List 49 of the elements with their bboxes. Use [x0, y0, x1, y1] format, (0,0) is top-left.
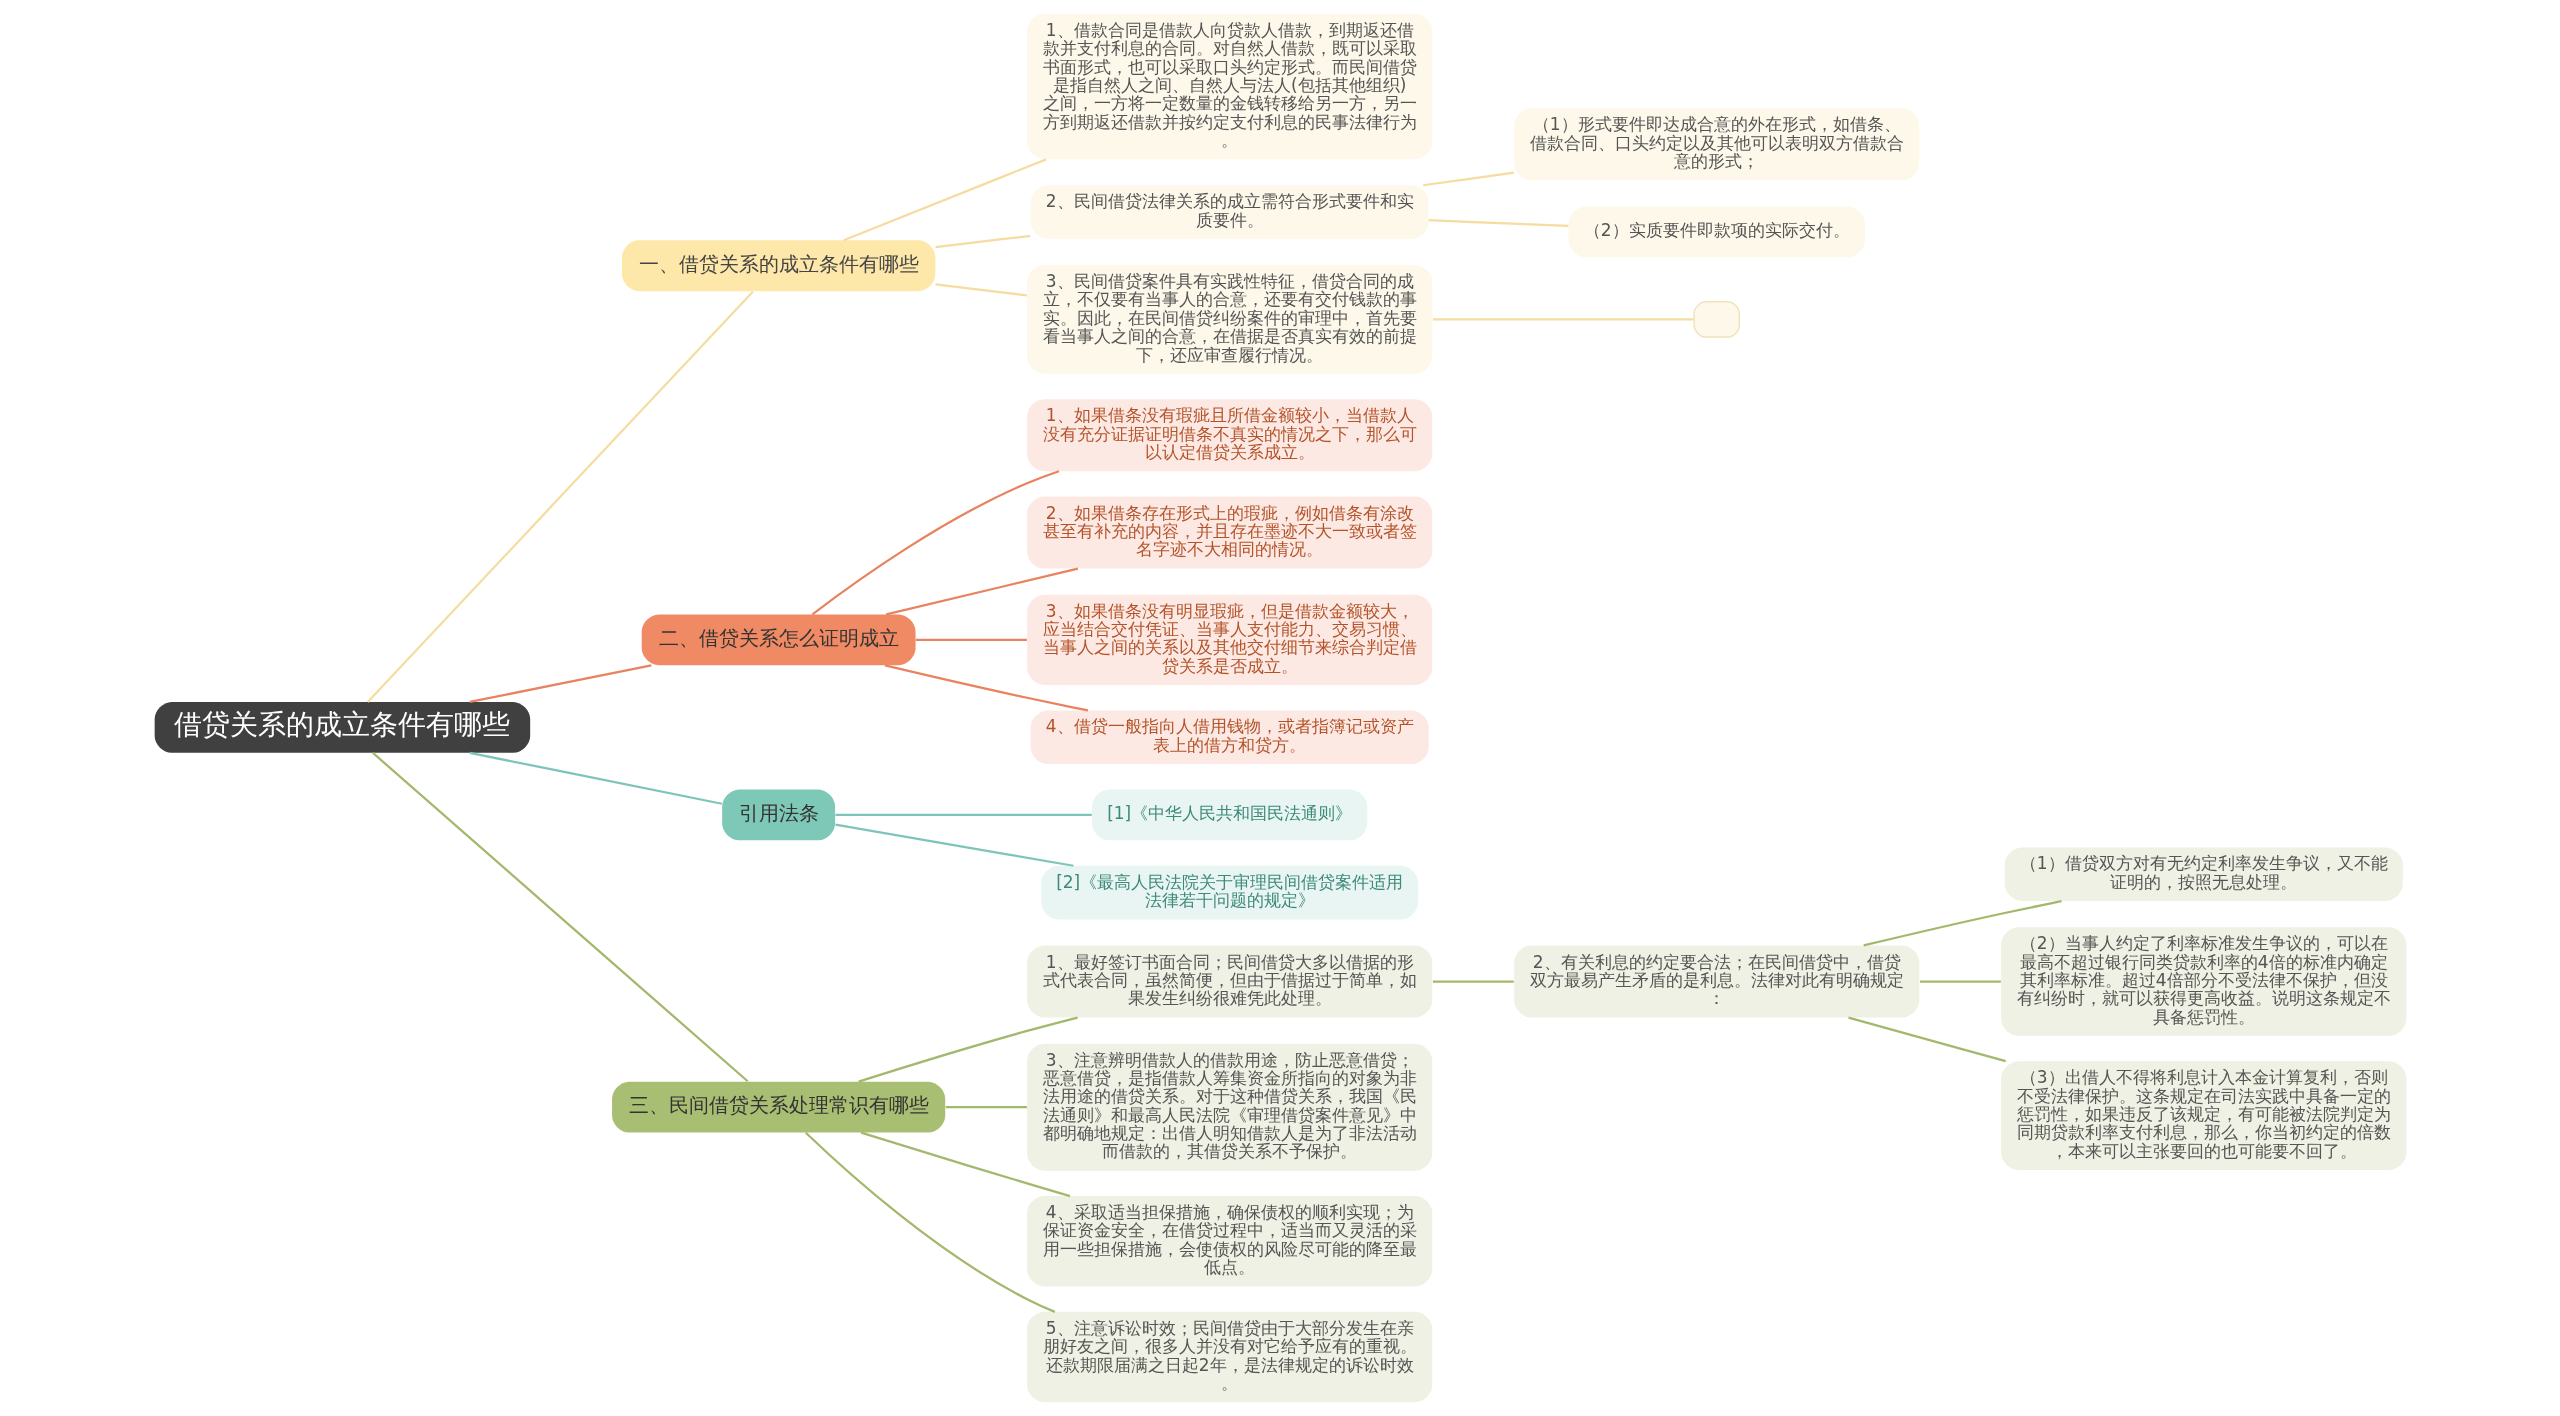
node-box: 3、民间借贷案件具有实践性特征，借贷合同的成立，不仅要有当事人的合意，还要有交付钱款的事实。因此，在民间借贷纠纷案件的审理中，首先要看当事人之间的合意，在借据是否真实有效的前提下，还应审查履行情况。 — [1026, 265, 1432, 374]
node-box — [1692, 301, 1740, 338]
connector — [804, 1131, 1055, 1313]
node-box: [1]《中华人民共和国民法通则》 — [1091, 789, 1367, 841]
node-box: 1、如果借条没有瑕疵且所借金额较小，当借款人没有充分证据证明借条不真实的情况之下，那么可以认定借贷关系成立。 — [1026, 399, 1432, 472]
connector — [811, 470, 1059, 616]
node-box: 2、有关利息的约定要合法；在民间借贷中，借贷双方最易产生矛盾的是利息。法律对此有明确规定： — [1513, 945, 1919, 1018]
node-box: 3、如果借条没有明显瑕疵，但是借款金额较大，应当结合交付凭证、当事人支付能力、交易习惯、当事人之间的关系以及其他交付细节来综合判定借贷关系是否成立。 — [1026, 594, 1432, 686]
connector — [1847, 1016, 2006, 1063]
connector — [915, 638, 1027, 641]
node-box: 1、借款合同是借款人向贷款人借款，到期返还借款并支付利息的合同。对自然人借款，既可以采取书面形式，也可以采取口头约定形式。而民间借贷是指自然人之间、自然人与法人(包括其他组织)之间，一方将一定数量的金钱转移给另一方，另一方到期返还借款并按约定支付利息的民事法律行为。 — [1026, 13, 1432, 160]
connector — [885, 567, 1078, 616]
connector — [834, 823, 1074, 867]
connector — [834, 813, 1092, 817]
connector — [842, 158, 1047, 242]
connector — [945, 1106, 1027, 1109]
node-box: 1、最好签订书面合同；民间借贷大多以借据的形式代表合同，虽然简便，但由于借据过于简单，如果发生纠纷很难凭此处理。 — [1026, 945, 1432, 1018]
connector — [366, 290, 754, 703]
connector — [1422, 171, 1514, 187]
node-box: 引用法条 — [721, 789, 835, 841]
connector — [1428, 219, 1568, 227]
node-box: 5、注意诉讼时效；民间借贷由于大部分发生在亲朋好友之间，很多人并没有对它给予应有的重视。还款期限届满之日起2年，是法律规定的诉讼时效。 — [1026, 1311, 1432, 1403]
node-box: 三、民间借贷关系处理常识有哪些 — [611, 1081, 945, 1133]
connector — [860, 1131, 1070, 1198]
connector — [469, 751, 722, 805]
connector — [934, 283, 1027, 297]
connector — [934, 234, 1031, 249]
connector — [1862, 900, 2062, 947]
node-box: 二、借贷关系怎么证明成立 — [641, 614, 916, 666]
connector — [469, 664, 652, 704]
connector — [884, 664, 1088, 712]
node-box: [2]《最高人民法院关于审理民间借贷案件适用法律若干问题的规定》 — [1040, 865, 1418, 920]
node-box: （1）形式要件即达成合意的外在形式，如借条、借款合同、口头约定以及其他可以表明双方借款合意的形式； — [1513, 108, 1919, 181]
node-box: 借贷关系的成立条件有哪些 — [154, 702, 530, 753]
node-box: 4、借贷一般指向人借用钱物，或者指簿记或资产表上的借方和贷方。 — [1030, 710, 1429, 765]
connector — [1432, 318, 1693, 321]
node-box: （3）出借人不得将利息计入本金计算复利，否则不受法律保护。这条规定在司法实践中具备一定的惩罚性，如果违反了该规定，有可能被法院判定为同期贷款利率支付利息，那么，你当初约定的倍数，本来可以主张要回的也可能要不回了。 — [2000, 1061, 2406, 1170]
node-box: 2、如果借条存在形式上的瑕疵，例如借条有涂改甚至有补充的内容，并且存在墨迹不大一致或者签名字迹不大相同的情况。 — [1026, 496, 1432, 569]
node-box: 3、注意辨明借款人的借款用途，防止恶意借贷；恶意借贷，是指借款人筹集资金所指向的对象为非法用途的借贷关系。对于这种借贷关系，我国《民法通则》和最高人民法院《审理借贷案件意见》中都明确地规定：出借人明知借款人是为了非法活动而借款的，其借贷关系不予保护。 — [1026, 1043, 1432, 1171]
node-box: 2、民间借贷法律关系的成立需符合形式要件和实质要件。 — [1030, 185, 1429, 239]
connector — [371, 752, 748, 1083]
connector — [1919, 980, 2001, 983]
connector — [1432, 980, 1514, 983]
node-box: 4、采取适当担保措施，确保债权的顺利实现；为保证资金安全，在借贷过程中，适当而又灵活的采用一些担保措施，会使债权的风险尽可能的降至最低点。 — [1026, 1196, 1432, 1287]
node-box: （2）实质要件即款项的实际交付。 — [1568, 206, 1865, 258]
node-box: 一、借贷关系的成立条件有哪些 — [621, 240, 935, 292]
node-box: （2）当事人约定了利率标准发生争议的，可以在最高不超过银行同类贷款利率的4倍的标准内确定其利率标准。超过4倍部分不受法律不保护，但没有纠纷时，就可以获得更高收益。说明这条规定不具备惩罚性。 — [2000, 927, 2406, 1036]
node-box: （1）借贷双方对有无约定利率发生争议，又不能证明的，按照无息处理。 — [2004, 847, 2403, 902]
connector — [857, 1016, 1078, 1083]
